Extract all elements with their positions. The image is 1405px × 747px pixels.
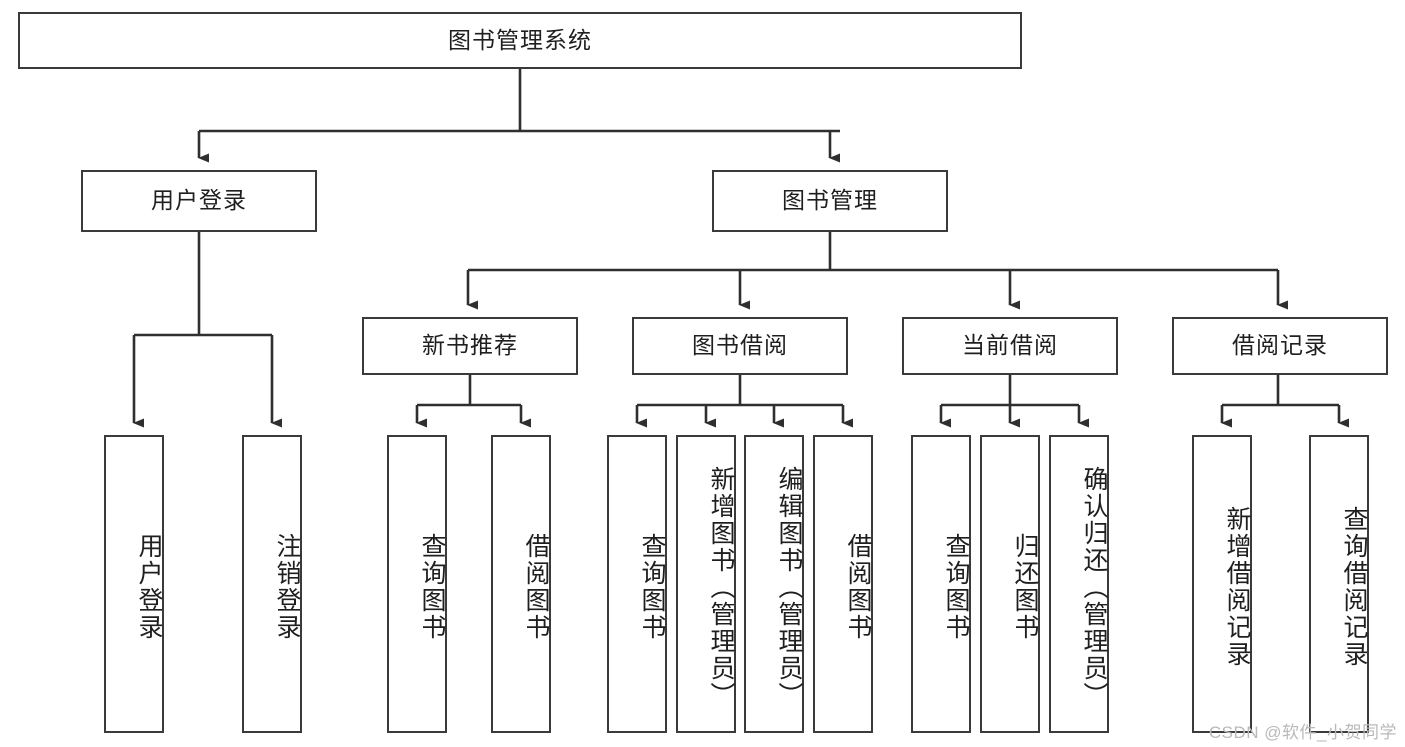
node-book-borrow-label: 图书借阅 — [692, 332, 788, 359]
leaf-add-book-admin[interactable]: 新增图书（管理员） — [676, 435, 736, 733]
leaf-confirm-return-admin-label: 确认归还（管理员） — [1080, 465, 1108, 709]
leaf-query-book-borrow[interactable]: 查询图书 — [607, 435, 667, 733]
leaf-borrow-book[interactable]: 借阅图书 — [813, 435, 873, 733]
leaf-add-borrow-record[interactable]: 新增借阅记录 — [1192, 435, 1252, 733]
leaf-logout[interactable]: 注销登录 — [242, 435, 302, 733]
node-current-borrow[interactable]: 当前借阅 — [902, 317, 1118, 375]
node-new-book-recommend-label: 新书推荐 — [422, 332, 518, 359]
leaf-user-login-label: 用户登录 — [135, 533, 163, 641]
leaf-borrow-book-label: 借阅图书 — [844, 533, 872, 641]
node-root[interactable]: 图书管理系统 — [18, 12, 1022, 69]
leaf-edit-book-admin[interactable]: 编辑图书（管理员） — [744, 435, 804, 733]
leaf-query-book-borrow-label: 查询图书 — [638, 533, 666, 641]
node-book-management[interactable]: 图书管理 — [712, 170, 948, 232]
watermark: CSDN @软件_小贺同学 — [1208, 723, 1397, 742]
leaf-add-borrow-record-label: 新增借阅记录 — [1223, 506, 1251, 668]
leaf-add-book-admin-label: 新增图书（管理员） — [707, 465, 735, 709]
leaf-borrow-book-recommend[interactable]: 借阅图书 — [491, 435, 551, 733]
leaf-query-book-recommend[interactable]: 查询图书 — [387, 435, 447, 733]
leaf-confirm-return-admin[interactable]: 确认归还（管理员） — [1049, 435, 1109, 733]
leaf-query-book-recommend-label: 查询图书 — [418, 533, 446, 641]
leaf-user-login[interactable]: 用户登录 — [104, 435, 164, 733]
leaf-query-borrow-record-label: 查询借阅记录 — [1340, 506, 1368, 668]
leaf-query-book-current[interactable]: 查询图书 — [911, 435, 971, 733]
node-new-book-recommend[interactable]: 新书推荐 — [362, 317, 578, 375]
node-book-borrow[interactable]: 图书借阅 — [632, 317, 848, 375]
leaf-edit-book-admin-label: 编辑图书（管理员） — [775, 465, 803, 709]
node-book-management-label: 图书管理 — [782, 187, 878, 214]
node-user-login-label: 用户登录 — [151, 187, 247, 214]
node-root-label: 图书管理系统 — [448, 26, 592, 53]
leaf-query-borrow-record[interactable]: 查询借阅记录 — [1309, 435, 1369, 733]
node-user-login[interactable]: 用户登录 — [81, 170, 317, 232]
node-borrow-record[interactable]: 借阅记录 — [1172, 317, 1388, 375]
leaf-borrow-book-recommend-label: 借阅图书 — [522, 533, 550, 641]
node-current-borrow-label: 当前借阅 — [962, 332, 1058, 359]
leaf-logout-label: 注销登录 — [273, 533, 301, 641]
node-borrow-record-label: 借阅记录 — [1232, 332, 1328, 359]
leaf-query-book-current-label: 查询图书 — [942, 533, 970, 641]
leaf-return-book[interactable]: 归还图书 — [980, 435, 1040, 733]
leaf-return-book-label: 归还图书 — [1011, 533, 1039, 641]
